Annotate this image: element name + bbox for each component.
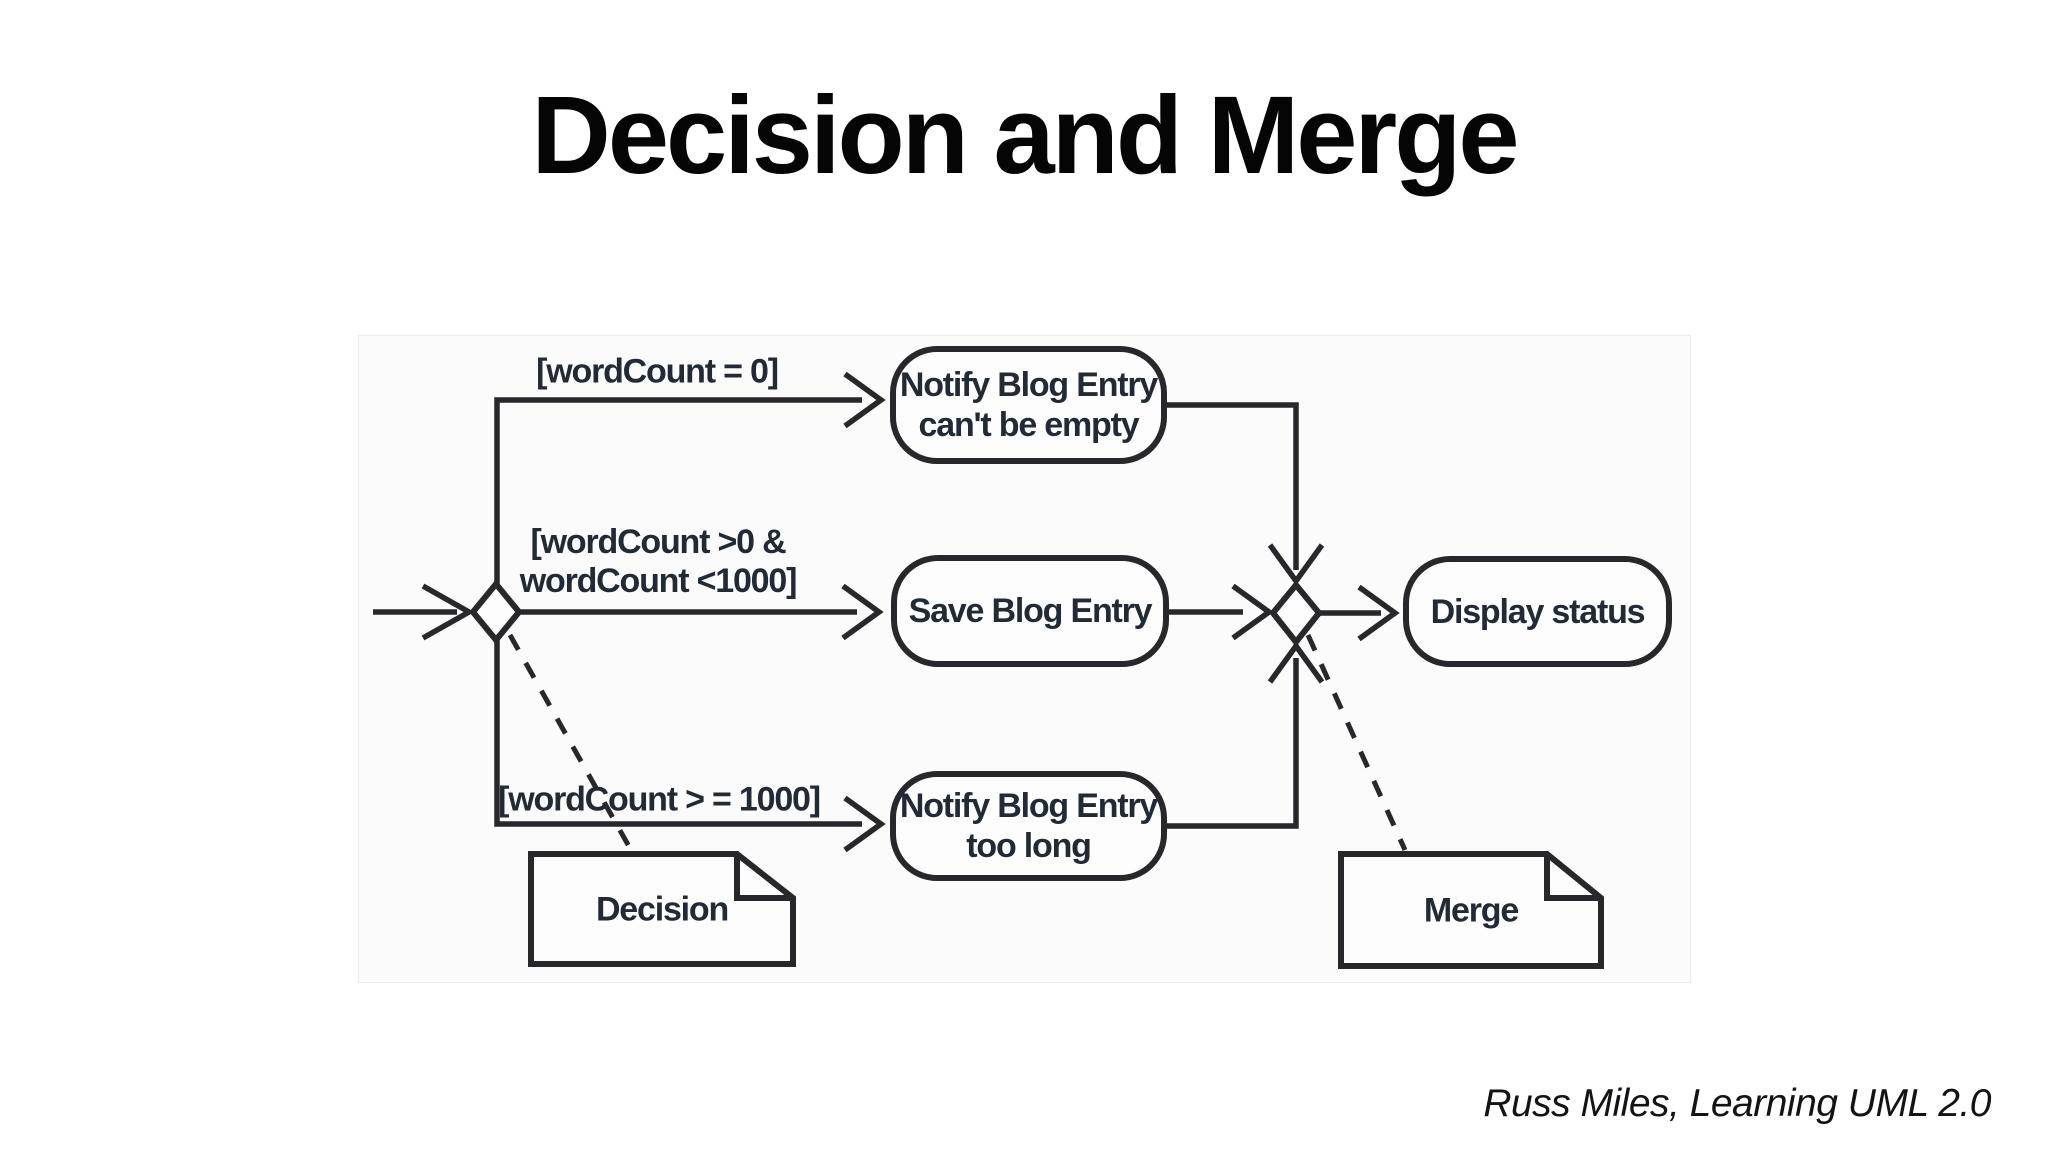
merge-diamond	[1269, 580, 1323, 647]
flow-lines	[373, 371, 1400, 853]
action-notify-too-long	[890, 771, 1167, 881]
guard-word-count-too-long: [wordCount > = 1000]	[498, 780, 821, 819]
action-display-status-label: Display status	[1406, 559, 1669, 664]
decision-note-shape	[528, 851, 796, 967]
action-notify-empty-line2: can't be empty	[918, 406, 1140, 444]
empty-to-merge-line	[1164, 402, 1299, 570]
branch-empty-arrowhead-icon	[843, 371, 886, 429]
guard-word-count-valid-line1: [wordCount >0 &	[530, 523, 787, 561]
note-anchor-lines	[507, 633, 1408, 852]
action-save-label: Save Blog Entry	[894, 558, 1166, 664]
action-notify-too-long-label: Notify Blog Entry too long	[893, 774, 1164, 878]
action-notify-empty	[890, 346, 1167, 464]
branch-toolong-line	[494, 638, 862, 827]
toolong-to-merge-line	[1164, 658, 1299, 829]
action-notify-empty-line1: Notify Blog Entry	[899, 366, 1158, 404]
decision-diamond	[469, 579, 523, 645]
activity-diagram-svg	[373, 346, 1672, 969]
action-notify-too-long-line1: Notify Blog Entry	[899, 787, 1158, 825]
incoming-arrowhead-icon	[421, 583, 475, 641]
guard-word-count-valid-line2: wordCount <1000]	[519, 562, 798, 600]
merge-note-shape	[1338, 851, 1604, 969]
branch-empty-line	[494, 397, 862, 586]
action-notify-too-long-line2: too long	[966, 827, 1092, 865]
diagram-shapes	[469, 346, 1672, 969]
guard-word-count-zero: [wordCount = 0]	[536, 352, 779, 391]
merge-left-arrowhead-icon	[1231, 583, 1274, 641]
diagram-panel: [wordCount = 0] [wordCount >0 & wordCoun…	[358, 335, 1691, 983]
merge-note-fold-icon	[1544, 854, 1601, 901]
decision-note-anchor-line	[507, 633, 634, 852]
merge-note-anchor-line	[1305, 633, 1408, 852]
decision-note-label: Decision	[595, 890, 729, 929]
guard-word-count-valid: [wordCount >0 & wordCount <1000]	[519, 523, 798, 601]
action-save-text: Save Blog Entry	[908, 592, 1153, 630]
action-display-status-text: Display status	[1430, 592, 1646, 631]
page-title: Decision and Merge	[531, 74, 1519, 197]
branch-toolong-arrowhead-icon	[843, 795, 886, 853]
decision-note-fold-icon	[734, 854, 793, 901]
action-display-status	[1403, 556, 1672, 667]
branch-valid-arrowhead-icon	[841, 583, 884, 641]
merge-note-label: Merge	[1423, 891, 1519, 930]
attribution-caption: Russ Miles, Learning UML 2.0	[1483, 1082, 1991, 1125]
action-notify-empty-label: Notify Blog Entry can't be empty	[893, 349, 1164, 461]
action-save-blog-entry	[891, 555, 1169, 667]
display-arrowhead-icon	[1357, 584, 1400, 642]
